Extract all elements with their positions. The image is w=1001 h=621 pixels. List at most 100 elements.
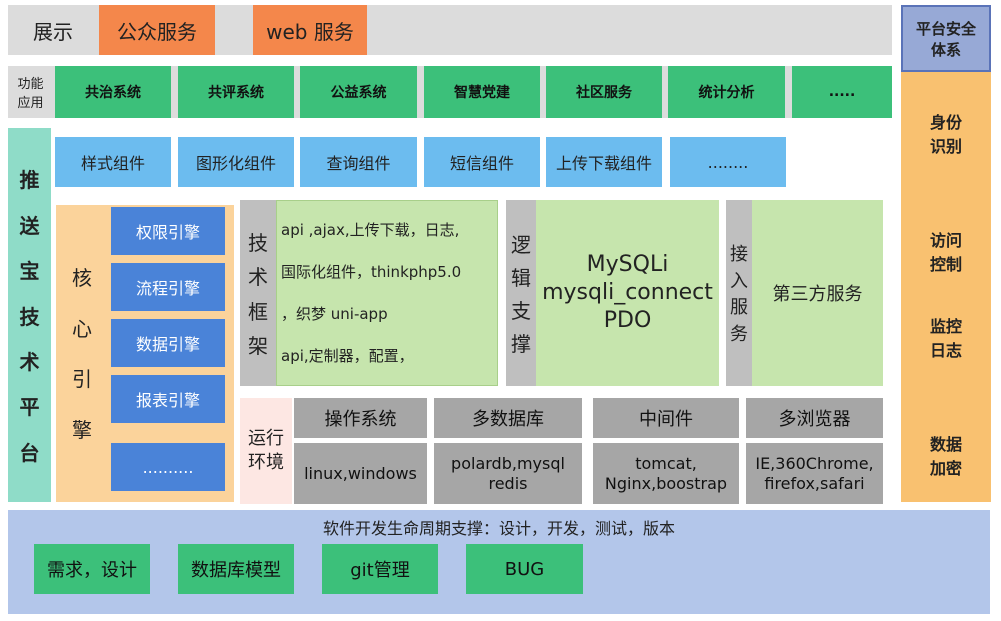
lifecycle-item-bug: BUG — [466, 544, 583, 594]
security-item-text: 加密 — [929, 459, 962, 478]
functions-label-line: 应用 — [17, 96, 44, 111]
component-query: 查询组件 — [300, 137, 417, 187]
tech-framework-line: ，织梦 uni-app — [281, 305, 388, 323]
logic-support-content: MySQLi mysqli_connect PDO — [536, 200, 719, 386]
security-item-encrypt: 数据 加密 — [901, 430, 991, 480]
security-item-text: 识别 — [929, 137, 962, 156]
runtime-value-line: Nginx,boostrap — [604, 473, 728, 493]
engine-report: 报表引擎 — [111, 375, 225, 423]
engine-more: .......... — [111, 443, 225, 491]
logic-support-char: 辑 — [511, 266, 531, 290]
core-engine-char: 心 — [72, 316, 92, 341]
function-item-gongyi: 公益系统 — [300, 66, 417, 118]
lifecycle-item-git: git管理 — [322, 544, 438, 594]
platform-char: 技 — [19, 304, 40, 329]
security-title: 平台安全 体系 — [901, 5, 991, 72]
runtime-value-line: IE,360Chrome, — [755, 453, 874, 473]
security-item-text: 身份 — [929, 113, 962, 132]
functions-label-line: 功能 — [17, 77, 44, 92]
runtime-header-middleware: 中间件 — [593, 398, 739, 438]
logic-support-label: 逻 辑 支 撑 — [506, 200, 536, 386]
security-item-text: 访问 — [929, 231, 962, 250]
logic-support-char: 撑 — [511, 332, 531, 356]
security-column — [901, 72, 991, 502]
runtime-value-line: redis — [488, 473, 528, 493]
logic-support-char: 支 — [511, 299, 531, 323]
access-service-char: 接 — [730, 244, 748, 266]
core-engine-label: 核 心 引 擎 — [60, 240, 104, 465]
security-item-text: 数据 — [929, 435, 962, 454]
security-item-monitor: 监控 日志 — [901, 312, 991, 362]
platform-column: 推 送 宝 技 术 平 台 — [8, 128, 51, 502]
runtime-header-browser: 多浏览器 — [746, 398, 883, 438]
engine-data: 数据引擎 — [111, 319, 225, 367]
functions-label: 功能 应用 — [8, 66, 53, 118]
tech-framework-char: 术 — [248, 265, 268, 290]
security-item-text: 监控 — [929, 317, 962, 336]
security-title-line1: 平台安全 — [915, 19, 976, 38]
runtime-value-middleware: tomcat, Nginx,boostrap — [593, 443, 739, 504]
security-item-text: 控制 — [929, 255, 962, 274]
runtime-value-browser: IE,360Chrome, firefox,safari — [746, 443, 883, 504]
component-sms: 短信组件 — [424, 137, 540, 187]
security-item-access: 访问 控制 — [901, 226, 991, 276]
logic-support-line: PDO — [603, 308, 652, 333]
engine-permission: 权限引擎 — [111, 207, 225, 255]
tech-framework-char: 框 — [248, 299, 268, 324]
display-label: 展示 — [33, 19, 73, 44]
runtime-value-line: firefox,safari — [764, 473, 865, 493]
access-service-char: 入 — [730, 270, 748, 292]
lifecycle-title: 软件开发生命周期支撑：设计，开发，测试，版本 — [322, 519, 675, 538]
tech-framework-content: api ,ajax,上传下载，日志, 国际化组件，thinkphp5.0 ，织梦… — [276, 200, 498, 386]
function-item-tongji: 统计分析 — [668, 66, 785, 118]
access-service-char: 服 — [730, 297, 748, 319]
security-item-text: 日志 — [929, 341, 962, 360]
function-item-more: ..... — [792, 66, 892, 118]
platform-char: 送 — [19, 213, 40, 238]
runtime-label-line: 运行 — [248, 428, 284, 449]
runtime-header-os: 操作系统 — [294, 398, 427, 438]
component-style: 样式组件 — [55, 137, 171, 187]
tech-framework-char: 技 — [248, 231, 268, 256]
component-upload: 上传下载组件 — [546, 137, 662, 187]
tech-framework-char: 架 — [248, 333, 268, 358]
web-service-box: web 服务 — [253, 5, 367, 55]
access-service-char: 务 — [730, 323, 748, 345]
platform-char: 台 — [19, 440, 40, 465]
function-item-dangjian: 智慧党建 — [424, 66, 540, 118]
platform-char: 平 — [19, 395, 40, 420]
component-graphic: 图形化组件 — [178, 137, 294, 187]
public-service-box: 公众服务 — [99, 5, 215, 55]
runtime-value-line: polardb,mysql — [451, 453, 565, 473]
engine-workflow: 流程引擎 — [111, 263, 225, 311]
runtime-label-line: 环境 — [248, 452, 284, 473]
lifecycle-item-requirements: 需求，设计 — [34, 544, 150, 594]
access-service-label: 接 入 服 务 — [726, 200, 752, 386]
platform-char: 推 — [19, 168, 40, 193]
runtime-value-db: polardb,mysql redis — [434, 443, 582, 504]
platform-char: 宝 — [19, 259, 40, 284]
security-item-identity: 身份 识别 — [901, 108, 991, 158]
runtime-value-os: linux,windows — [294, 443, 427, 504]
logic-support-line: MySQLi — [586, 252, 669, 277]
tech-framework-label: 技 术 框 架 — [240, 200, 276, 386]
runtime-value-line: tomcat, — [635, 453, 697, 473]
runtime-value-line: linux,windows — [304, 464, 417, 483]
core-engine-char: 擎 — [72, 418, 92, 443]
tech-framework-line: api ,ajax,上传下载，日志, — [281, 221, 460, 239]
tech-framework-line: 国际化组件，thinkphp5.0 — [281, 263, 462, 281]
runtime-label: 运行 环境 — [240, 398, 292, 504]
function-item-gongzhi: 共治系统 — [55, 66, 171, 118]
tech-framework-line: api,定制器，配置， — [281, 347, 414, 365]
runtime-header-db: 多数据库 — [434, 398, 582, 438]
security-title-line2: 体系 — [930, 40, 961, 59]
core-engine-char: 引 — [72, 367, 92, 392]
core-engine-char: 核 — [72, 265, 92, 290]
function-item-gongping: 共评系统 — [178, 66, 294, 118]
platform-char: 术 — [19, 349, 40, 374]
component-more: ........ — [670, 137, 786, 187]
function-item-shequ: 社区服务 — [546, 66, 662, 118]
lifecycle-item-db-model: 数据库模型 — [178, 544, 294, 594]
logic-support-line: mysqli_connect — [542, 280, 713, 305]
logic-support-char: 逻 — [511, 233, 531, 257]
